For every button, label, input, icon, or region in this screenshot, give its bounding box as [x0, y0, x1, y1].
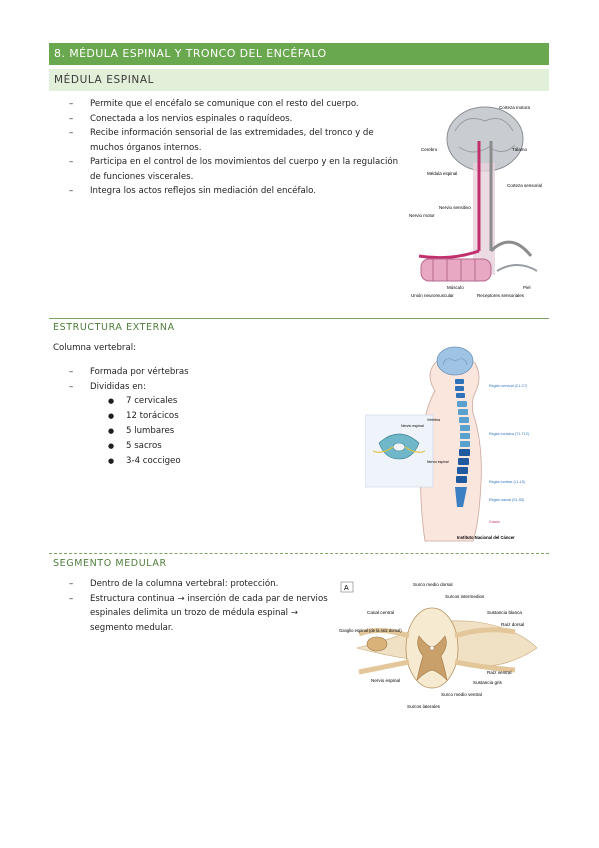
spinal-segment-figure: A Surco medio dorsal Surcos intermedios … [337, 578, 547, 724]
label-spinal-nerve: Nervio espinal [427, 460, 449, 464]
list-item: Participa en el control de los movimient… [62, 155, 407, 184]
label-central-canal: Canal central [367, 610, 394, 615]
label-lumbar: Región lumbar (L1-L5) [489, 480, 525, 484]
label-muscle: Músculo [447, 285, 464, 290]
list-item: Permite que el encéfalo se comunique con… [62, 97, 407, 112]
list-item: Divididas en: [62, 380, 262, 395]
section-divider [49, 318, 549, 319]
external-structure-heading: ESTRUCTURA EXTERNA [53, 322, 175, 333]
label-nmj: Unión neuromuscular [411, 293, 454, 298]
segment-heading: SEGMENTO MEDULAR [53, 558, 167, 569]
list-item: Dentro de la columna vertebral: protecci… [62, 577, 342, 592]
list-item: Conectada a los nervios espinales o raqu… [62, 112, 407, 127]
section-title: MÉDULA ESPINAL [49, 69, 549, 91]
label-inset-nerve: Nervio espinal [401, 424, 424, 428]
label-sacral: Región sacral (S1-S5) [489, 498, 524, 502]
external-list: Formada por vértebras Divididas en: [62, 365, 262, 394]
list-item: 3-4 coccigeo [108, 454, 248, 469]
label-brain: Cerebro [421, 147, 438, 152]
segment-list: Dentro de la columna vertebral: protecci… [62, 577, 342, 635]
vertebra-count-list: 7 cervicales 12 torácicos 5 lumbares 5 s… [108, 394, 248, 469]
list-item: Estructura continua → inserción de cada … [62, 592, 342, 636]
label-ganglion: Ganglio espinal (de la raíz dorsal) [339, 628, 402, 633]
label-dorsal-root: Raíz dorsal [501, 622, 524, 627]
intro-list: Permite que el encéfalo se comunique con… [62, 97, 407, 199]
list-item: Formada por vértebras [62, 365, 262, 380]
label-coccyx: Cóccix [489, 520, 500, 524]
label-gray-matter: Sustancia gris [473, 680, 503, 685]
label-ventral-root: Raíz ventral [487, 670, 512, 675]
list-item: 5 lumbares [108, 424, 248, 439]
figure-source: Instituto Nacional del Cáncer [457, 535, 515, 540]
label-thalamus: Tálamo [512, 147, 528, 152]
label-spinal-cord: Médula espinal [427, 171, 457, 176]
label-cervical: Región cervical (C1-C7) [489, 384, 527, 388]
list-item: 12 torácicos [108, 409, 248, 424]
label-motor-nerve: Nervio motor [409, 213, 435, 218]
column-label: Columna vertebral: [53, 343, 137, 353]
label-thoracic: Región torácica (T1-T12) [489, 432, 529, 436]
vertebral-column-figure: Nervio espinal Región cervical (C1-C7) R… [365, 343, 545, 543]
label-sulci-intermediate: Surcos intermedios [445, 594, 485, 599]
section-divider [49, 553, 549, 554]
panel-label: A [344, 585, 349, 592]
label-sulcus-dorsal: Surco medio dorsal [413, 582, 453, 587]
list-item: 5 sacros [108, 439, 248, 454]
label-sensory-nerve: Nervio sensitivo [439, 205, 471, 210]
list-item: 7 cervicales [108, 394, 248, 409]
reflex-arc-figure: Corteza motora Cerebro Tálamo Médula esp… [407, 101, 545, 303]
label-white-matter: Sustancia blanca [487, 610, 522, 615]
label-spinal-nerve: Nervio espinal [371, 678, 400, 683]
list-item: Integra los actos reflejos sin mediación… [62, 184, 407, 199]
label-cortex-sensory: Corteza sensorial [507, 183, 542, 188]
label-cortex-motor: Corteza motora [499, 105, 531, 110]
label-lateral-sulci: Surcos laterales [407, 704, 441, 709]
label-vertebra: Vértebra [427, 418, 440, 422]
label-sulcus-ventral: Surco medio ventral [441, 692, 482, 697]
label-skin: Piel [523, 285, 531, 290]
label-receptors: Receptores sensoriales [477, 293, 525, 298]
list-item: Recibe información sensorial de las extr… [62, 126, 407, 155]
chapter-title: 8. MÉDULA ESPINAL Y TRONCO DEL ENCÉFALO [49, 43, 549, 65]
